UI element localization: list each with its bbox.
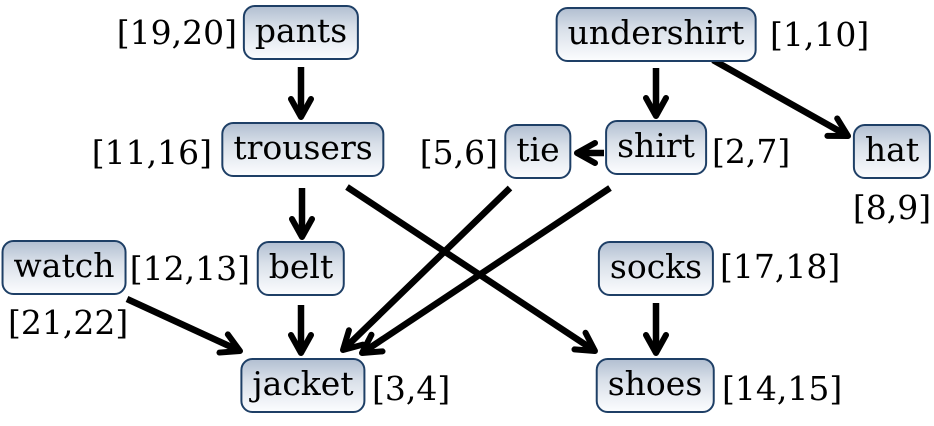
node-belt: belt bbox=[256, 241, 346, 296]
times-belt: [12,13] bbox=[129, 249, 250, 288]
node-shoes: shoes bbox=[595, 358, 715, 413]
times-socks: [17,18] bbox=[720, 247, 841, 286]
times-trousers: [11,16] bbox=[91, 133, 212, 172]
node-jacket: jacket bbox=[240, 358, 366, 413]
node-shirt: shirt bbox=[605, 120, 707, 175]
times-tie: [5,6] bbox=[419, 133, 498, 172]
node-socks: socks bbox=[597, 241, 715, 296]
edge-shirt-jacket bbox=[359, 185, 612, 356]
node-pants: pants bbox=[242, 5, 360, 60]
times-watch: [21,22] bbox=[8, 303, 129, 342]
node-watch: watch bbox=[1, 240, 127, 295]
node-hat: hat bbox=[852, 124, 932, 179]
times-undershirt: [1,10] bbox=[770, 15, 870, 54]
edge-trousers-shoes bbox=[345, 184, 598, 354]
times-shirt: [2,7] bbox=[712, 132, 791, 171]
times-shoes: [14,15] bbox=[722, 369, 843, 408]
times-jacket: [3,4] bbox=[372, 369, 451, 408]
edge-watch-jacket bbox=[125, 296, 243, 356]
node-trousers: trousers bbox=[221, 122, 385, 177]
edge-tie-jacket bbox=[340, 185, 513, 353]
node-tie: tie bbox=[504, 124, 572, 179]
times-hat: [8,9] bbox=[852, 188, 932, 227]
edge-undershirt-hat bbox=[711, 57, 851, 139]
times-pants: [19,20] bbox=[116, 13, 237, 52]
node-undershirt: undershirt bbox=[555, 7, 757, 62]
